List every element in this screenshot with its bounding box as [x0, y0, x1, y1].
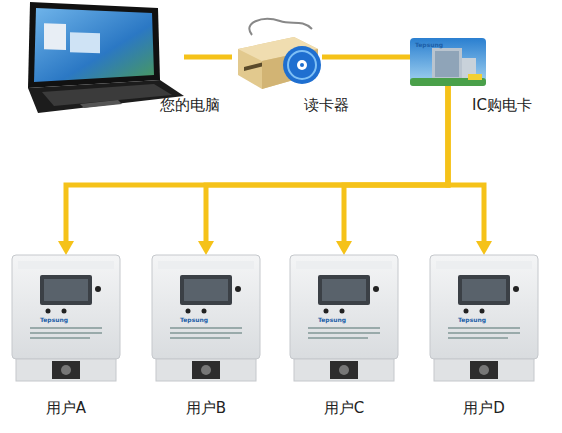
device-node: 读卡器	[232, 15, 322, 95]
device-label: 用户A	[46, 399, 86, 417]
brand-label: Tepsung	[180, 316, 208, 323]
meter-illustration	[430, 255, 538, 381]
connector-line	[206, 86, 448, 243]
arrow-head	[336, 241, 352, 255]
arrow-head	[198, 241, 214, 255]
brand-label: Tepsung	[458, 316, 486, 323]
arrow-head	[476, 241, 492, 255]
connector-line	[184, 55, 232, 60]
yellow-connector	[58, 86, 448, 255]
device-label: 用户B	[186, 399, 226, 417]
arrow-head	[58, 241, 74, 255]
ic-card-illustration	[410, 38, 486, 86]
device-label: IC购电卡	[472, 96, 532, 114]
yellow-connector	[184, 57, 232, 58]
connector-line	[322, 55, 410, 60]
yellow-connector	[198, 86, 448, 255]
brand-label: Tepsung	[40, 316, 68, 323]
device-label: 读卡器	[304, 96, 349, 114]
meter-illustration	[12, 255, 120, 381]
device-label: 您的电脑	[160, 96, 220, 114]
yellow-connector	[322, 57, 410, 58]
connector-line	[344, 86, 448, 243]
device-label: 用户C	[324, 399, 364, 417]
brand-label: Tepsung	[318, 316, 346, 323]
device-label: 用户D	[463, 399, 505, 417]
device-node: 您的电脑	[8, 0, 184, 113]
brand-label: Tepsung	[415, 41, 443, 48]
connector-line	[66, 86, 448, 243]
meter-illustration	[152, 255, 260, 381]
meter-illustration	[290, 255, 398, 381]
card-reader-illustration	[238, 19, 321, 89]
yellow-connector	[336, 86, 448, 255]
